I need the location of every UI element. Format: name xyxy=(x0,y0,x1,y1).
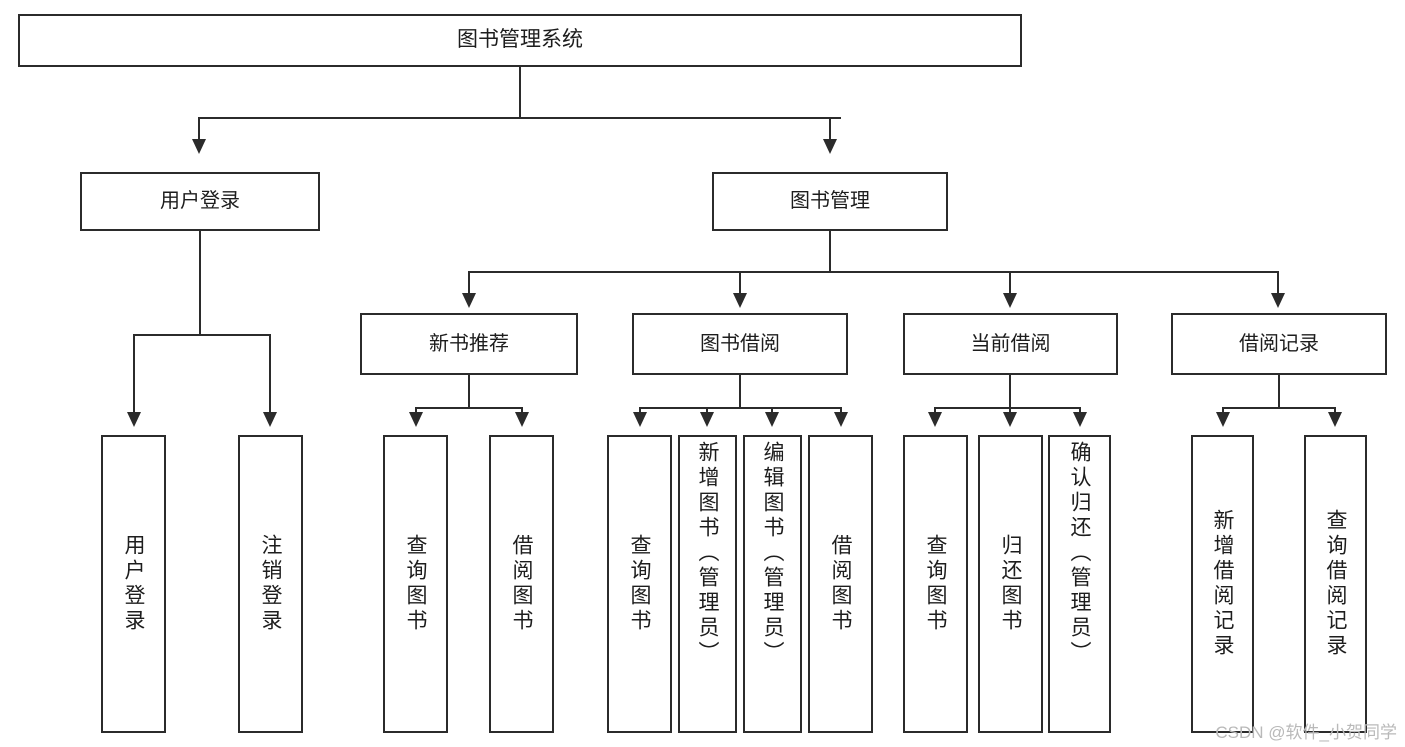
leaf-return-book[interactable]: 归还图书 xyxy=(978,435,1043,733)
node-label: 图书管理系统 xyxy=(457,28,583,52)
leaf-label: 查询图书 xyxy=(628,534,651,634)
connector-book-borrow-to-leaf-2 xyxy=(706,407,708,414)
leaf-label: 借阅图书 xyxy=(829,534,852,634)
connector-borrow-record-to-leaf-2 xyxy=(1334,407,1336,414)
leaf-label: 借阅图书 xyxy=(510,534,533,634)
connector-current-borrow-stem xyxy=(1009,375,1011,408)
node-label: 借阅记录 xyxy=(1239,332,1319,355)
node-book-borrow[interactable]: 图书借阅 xyxy=(632,313,848,375)
connector-current-borrow-to-leaf-2 xyxy=(1009,407,1011,414)
arrowhead-leaf-logout xyxy=(263,412,277,427)
node-label: 当前借阅 xyxy=(970,332,1051,355)
connector-book-mgmt-to-book-borrow xyxy=(739,271,741,295)
arrowhead-to-user-login xyxy=(192,139,206,154)
leaf-label: 确认归还（管理员） xyxy=(1068,441,1091,666)
connector-book-mgmt-to-current-borrow xyxy=(1009,271,1011,295)
leaf-borrow-book-borrow[interactable]: 借阅图书 xyxy=(808,435,873,733)
leaf-confirm-return-admin[interactable]: 确认归还（管理员） xyxy=(1048,435,1111,733)
arrowhead-query-book-3 xyxy=(928,412,942,427)
arrowhead-book-borrow xyxy=(733,293,747,308)
arrowhead-edit-book xyxy=(765,412,779,427)
node-label: 新书推荐 xyxy=(429,332,509,355)
node-book-management[interactable]: 图书管理 xyxy=(712,172,948,231)
connector-root-stem xyxy=(519,67,521,117)
node-label: 图书借阅 xyxy=(700,332,780,355)
arrowhead-query-book-2 xyxy=(633,412,647,427)
arrowhead-current-borrow xyxy=(1003,293,1017,308)
leaf-logout[interactable]: 注销登录 xyxy=(238,435,303,733)
connector-book-mgmt-stem xyxy=(829,231,831,273)
connector-book-mgmt-to-borrow-record xyxy=(1277,271,1279,295)
connector-current-borrow-to-leaf-3 xyxy=(1079,407,1081,414)
leaf-add-borrow-record[interactable]: 新增借阅记录 xyxy=(1191,435,1254,733)
node-borrow-record[interactable]: 借阅记录 xyxy=(1171,313,1387,375)
leaf-label: 归还图书 xyxy=(999,534,1022,634)
node-label: 用户登录 xyxy=(160,190,240,212)
arrowhead-leaf-user-login xyxy=(127,412,141,427)
node-label: 图书管理 xyxy=(790,190,870,212)
leaf-query-borrow-record[interactable]: 查询借阅记录 xyxy=(1304,435,1367,733)
connector-borrow-record-stem xyxy=(1278,375,1280,408)
connector-borrow-record-bus xyxy=(1222,407,1335,409)
arrowhead-add-borrow-record xyxy=(1216,412,1230,427)
arrowhead-borrow-book-1 xyxy=(515,412,529,427)
connector-root-to-user-login xyxy=(198,117,200,141)
connector-user-login-stem xyxy=(199,231,201,335)
arrowhead-new-book-recommend xyxy=(462,293,476,308)
connector-new-book-to-leaf-1 xyxy=(415,407,417,414)
leaf-label: 查询借阅记录 xyxy=(1324,509,1347,659)
connector-book-borrow-to-leaf-3 xyxy=(771,407,773,414)
arrowhead-add-book xyxy=(700,412,714,427)
node-current-borrow[interactable]: 当前借阅 xyxy=(903,313,1118,375)
leaf-add-book-admin[interactable]: 新增图书（管理员） xyxy=(678,435,737,733)
leaf-label: 新增图书（管理员） xyxy=(696,441,719,666)
connector-root-bus xyxy=(198,117,841,119)
arrowhead-borrow-book-2 xyxy=(834,412,848,427)
connector-borrow-record-to-leaf-1 xyxy=(1222,407,1224,414)
csdn-watermark: CSDN @软件_小贺同学 xyxy=(1215,723,1397,742)
leaf-label: 查询图书 xyxy=(404,534,427,634)
leaf-query-book-newbooks[interactable]: 查询图书 xyxy=(383,435,448,733)
connector-new-book-to-leaf-2 xyxy=(521,407,523,414)
connector-book-mgmt-bus xyxy=(468,271,1279,273)
leaf-borrow-book-newbooks[interactable]: 借阅图书 xyxy=(489,435,554,733)
connector-book-borrow-bus xyxy=(639,407,841,409)
node-root-library-system[interactable]: 图书管理系统 xyxy=(18,14,1022,67)
connector-book-borrow-to-leaf-4 xyxy=(840,407,842,414)
connector-book-borrow-to-leaf-1 xyxy=(639,407,641,414)
arrowhead-return-book xyxy=(1003,412,1017,427)
leaf-label: 用户登录 xyxy=(122,534,145,634)
connector-user-login-to-leaf-1 xyxy=(133,334,135,414)
leaf-label: 查询图书 xyxy=(924,534,947,634)
connector-user-login-bus xyxy=(133,334,270,336)
arrowhead-to-book-mgmt xyxy=(823,139,837,154)
node-user-login[interactable]: 用户登录 xyxy=(80,172,320,231)
connector-book-borrow-stem xyxy=(739,375,741,408)
connector-book-mgmt-to-new-books xyxy=(468,271,470,295)
connector-current-borrow-to-leaf-1 xyxy=(934,407,936,414)
connector-user-login-to-leaf-2 xyxy=(269,334,271,414)
arrowhead-query-borrow-record xyxy=(1328,412,1342,427)
arrowhead-confirm-return xyxy=(1073,412,1087,427)
arrowhead-borrow-record xyxy=(1271,293,1285,308)
leaf-query-book-current[interactable]: 查询图书 xyxy=(903,435,968,733)
leaf-label: 编辑图书（管理员） xyxy=(761,441,784,666)
leaf-query-book-borrow[interactable]: 查询图书 xyxy=(607,435,672,733)
leaf-user-login[interactable]: 用户登录 xyxy=(101,435,166,733)
leaf-label: 新增借阅记录 xyxy=(1211,509,1234,659)
connector-new-book-bus xyxy=(415,407,522,409)
connector-root-to-book-mgmt xyxy=(829,117,831,141)
connector-current-borrow-bus xyxy=(934,407,1080,409)
node-new-book-recommend[interactable]: 新书推荐 xyxy=(360,313,578,375)
leaf-label: 注销登录 xyxy=(259,534,282,634)
connector-new-book-stem xyxy=(468,375,470,408)
arrowhead-query-book-1 xyxy=(409,412,423,427)
leaf-edit-book-admin[interactable]: 编辑图书（管理员） xyxy=(743,435,802,733)
